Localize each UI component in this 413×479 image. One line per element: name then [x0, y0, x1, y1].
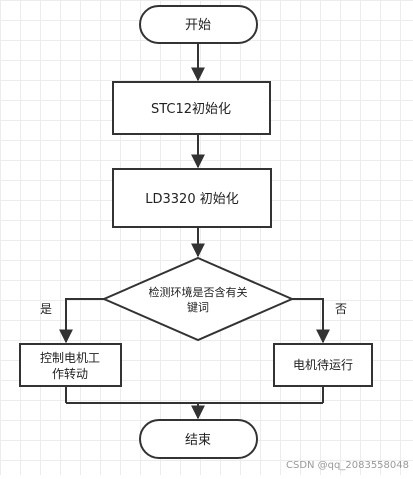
motor-standby-label: 电机待运行 [293, 358, 353, 372]
ld-init-label: LD3320 初始化 [145, 192, 238, 207]
decision-label-line2: 键词 [187, 300, 209, 314]
stc-init-node [112, 81, 271, 135]
start-label: 开始 [185, 18, 211, 33]
yes-label: 是 [40, 302, 52, 316]
stc-init-label: STC12初始化 [151, 102, 231, 117]
motor-run-node [19, 343, 122, 387]
ld-init-node [112, 168, 272, 228]
decision-node [101, 256, 295, 342]
end-node [139, 419, 258, 459]
end-label: 结束 [185, 433, 211, 448]
no-label: 否 [335, 302, 347, 316]
decision-label-line1: 检测环境是否含有关 [149, 285, 248, 299]
motor-run-label-line2: 作转动 [52, 366, 88, 381]
csdn-watermark: CSDN @qq_2083558048 [285, 460, 409, 471]
motor-run-label-line1: 控制电机工 [40, 351, 100, 365]
arrow-decision-yes [59, 298, 104, 344]
arrow-decision-no [292, 298, 330, 344]
